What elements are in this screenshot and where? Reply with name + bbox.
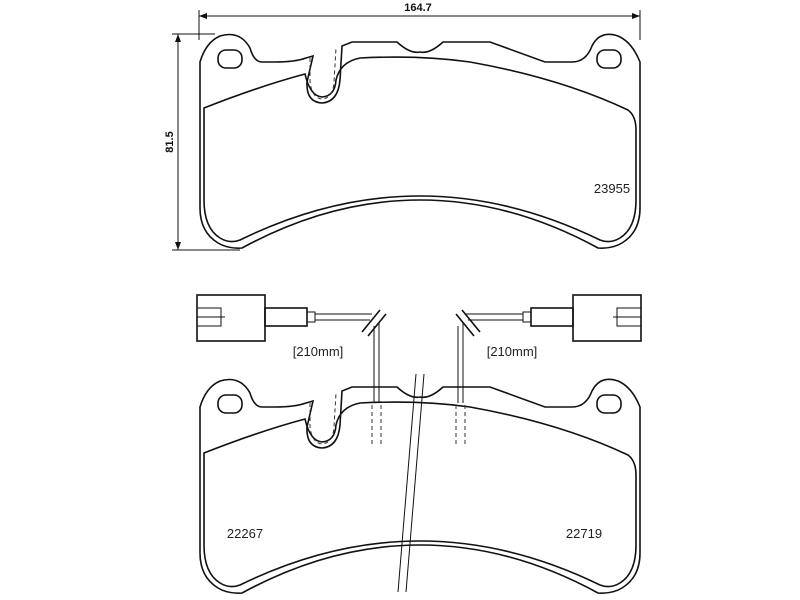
bottom-brake-pad xyxy=(199,378,641,594)
height-label: 81.5 xyxy=(164,131,176,152)
part-number-bottom-right: 22719 xyxy=(566,526,602,541)
width-dimension xyxy=(198,10,641,40)
top-brake-pad xyxy=(199,33,641,249)
center-cable xyxy=(397,373,425,593)
left-wear-sensor xyxy=(196,294,387,445)
part-number-top: 23955 xyxy=(594,181,630,196)
part-number-bottom-left: 22267 xyxy=(227,526,263,541)
height-dimension xyxy=(172,33,240,251)
left-wire-length: [210mm] xyxy=(293,344,344,359)
width-label: 164.7 xyxy=(404,2,432,14)
right-wire-length: [210mm] xyxy=(487,344,538,359)
right-wear-sensor xyxy=(455,294,642,445)
